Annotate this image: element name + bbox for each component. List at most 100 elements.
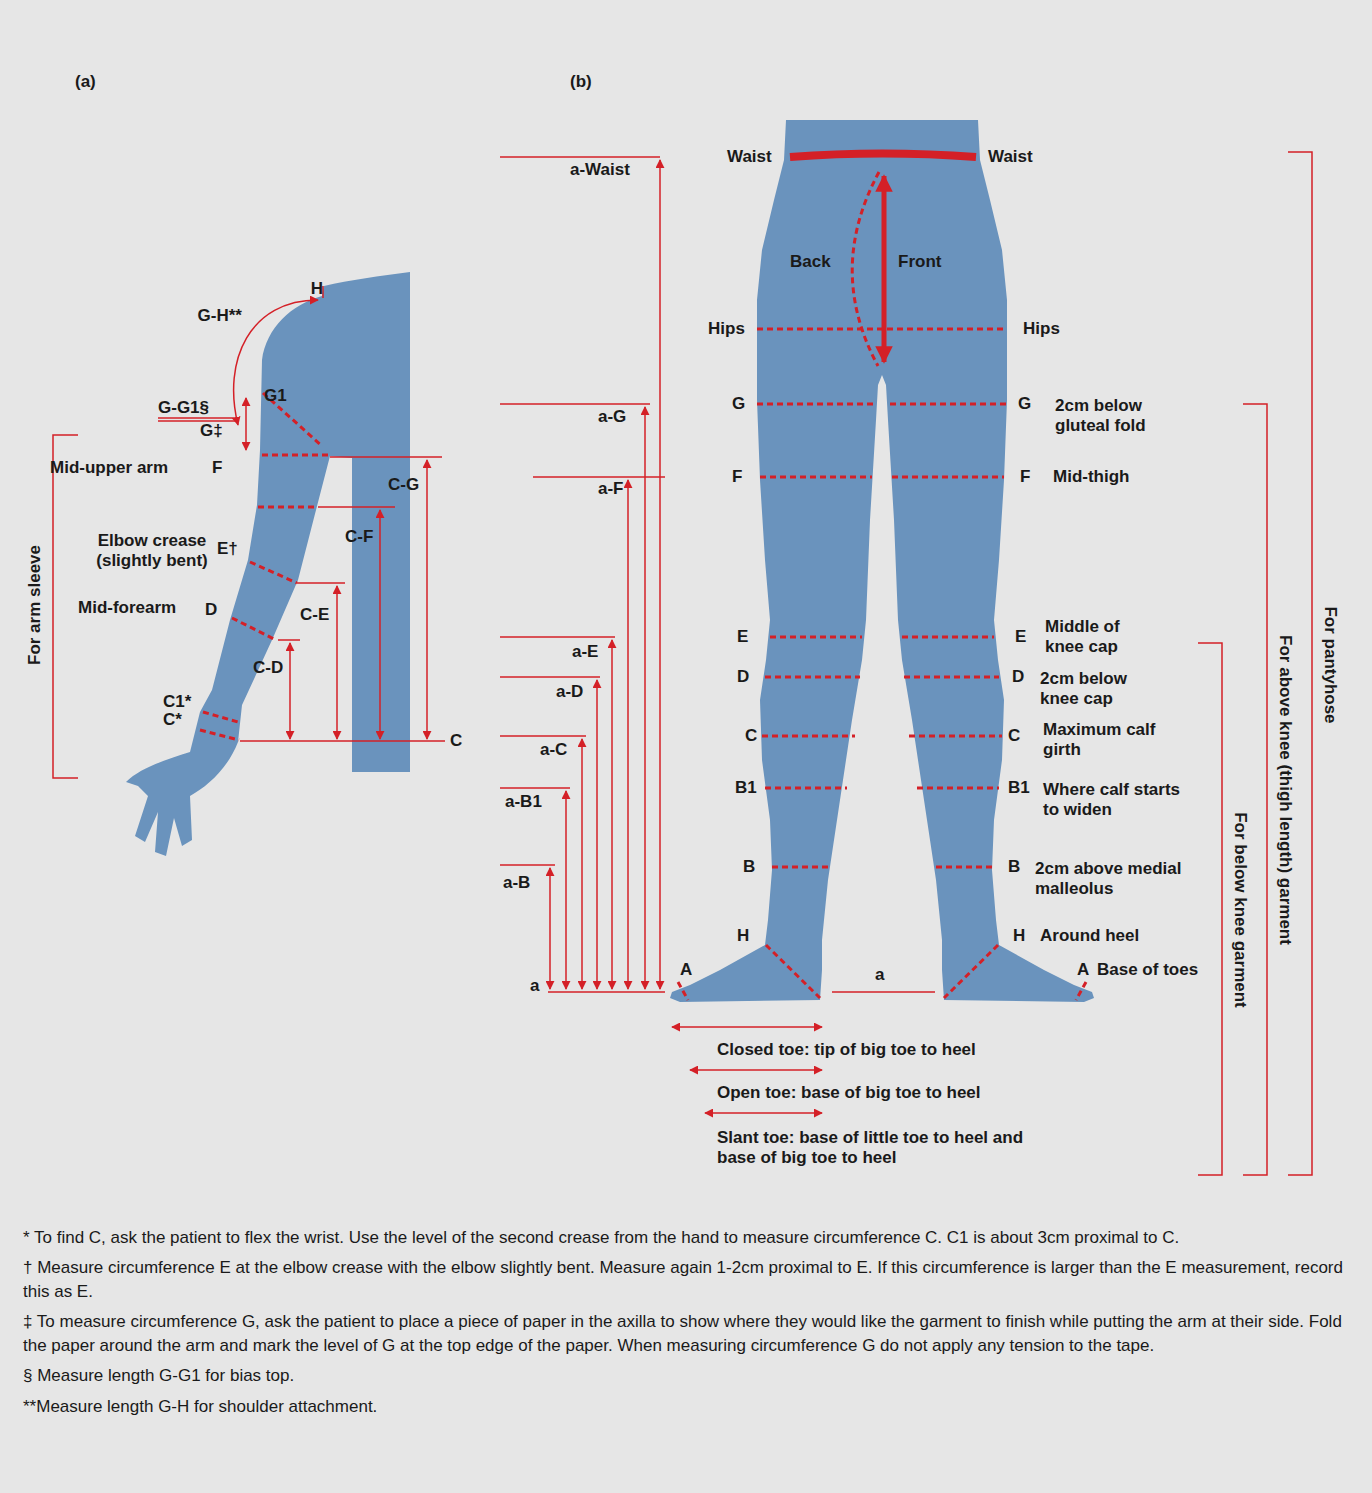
drawing-stroke bbox=[336, 586, 338, 739]
footnote: § Measure length G-G1 for bias top. bbox=[23, 1364, 1345, 1387]
drawing-stroke bbox=[690, 1069, 822, 1071]
measurement-label: a-B1 bbox=[505, 792, 542, 812]
drawing-stroke bbox=[765, 676, 860, 679]
measurement-label: D bbox=[1012, 667, 1024, 687]
front-arrow bbox=[882, 176, 887, 362]
bracket-label: For arm sleeve bbox=[25, 545, 45, 665]
waist-band bbox=[790, 154, 976, 158]
measurement-label: H bbox=[737, 926, 749, 946]
measurement-label: E† bbox=[217, 539, 238, 559]
measurement-label: Slant toe: base of little toe to heel an… bbox=[717, 1128, 1047, 1169]
drawing-stroke bbox=[766, 945, 820, 998]
drawing-stroke bbox=[548, 991, 665, 993]
drawing-stroke bbox=[158, 417, 236, 419]
measurement-label: G1 bbox=[264, 386, 287, 406]
drawing-stroke bbox=[232, 618, 276, 640]
drawing-stroke bbox=[1076, 982, 1086, 1000]
measurement-label: C* bbox=[163, 710, 182, 730]
drawing-stroke bbox=[53, 435, 78, 778]
drawing-stroke bbox=[765, 787, 847, 790]
measurement-label: Waist bbox=[727, 147, 772, 167]
drawing-stroke bbox=[672, 1026, 822, 1028]
drawing-stroke bbox=[500, 735, 586, 737]
measurement-label: Hips bbox=[708, 319, 745, 339]
arm-dimensions bbox=[53, 286, 445, 778]
footnote: † Measure circumference E at the elbow c… bbox=[23, 1256, 1345, 1303]
measurement-label: G bbox=[732, 394, 745, 414]
measurement-label: Waist bbox=[988, 147, 1033, 167]
drawing-stroke bbox=[1243, 404, 1267, 1175]
drawing-stroke bbox=[549, 868, 551, 989]
drawing-stroke bbox=[770, 636, 862, 639]
measurement-label: a-F bbox=[598, 479, 624, 499]
drawing-stroke bbox=[500, 636, 615, 638]
measurement-label: B1 bbox=[735, 778, 757, 798]
measurement-label: C-D bbox=[253, 658, 283, 678]
drawing-stroke bbox=[902, 636, 994, 639]
measurement-label: Around heel bbox=[1040, 926, 1139, 946]
measurement-label: Mid-forearm bbox=[78, 598, 176, 618]
footnote: * To find C, ask the patient to flex the… bbox=[23, 1226, 1345, 1249]
drawing-stroke bbox=[909, 735, 1002, 738]
measurement-label: B bbox=[743, 857, 755, 877]
measurement-label: a-E bbox=[572, 642, 598, 662]
drawing-stroke bbox=[581, 739, 583, 989]
drawing-stroke bbox=[659, 160, 661, 989]
measurement-label: B1 bbox=[1008, 778, 1030, 798]
drawing-stroke bbox=[904, 676, 999, 679]
drawing-stroke bbox=[1198, 643, 1222, 1175]
measurement-label: Elbow crease (slightly bent) bbox=[82, 531, 222, 572]
measurement-label: Closed toe: tip of big toe to heel bbox=[717, 1040, 976, 1060]
measurement-label: F bbox=[1020, 467, 1030, 487]
bracket-label: For above knee (thigh length) garment bbox=[1275, 635, 1295, 945]
arm-levels bbox=[200, 393, 330, 740]
footnote: **Measure length G-H for shoulder attach… bbox=[23, 1395, 1345, 1418]
drawing-stroke bbox=[944, 945, 998, 998]
measurement-label: C bbox=[450, 731, 462, 751]
measurement-label: B bbox=[1008, 857, 1020, 877]
drawing-stroke bbox=[289, 643, 291, 739]
drawing-stroke bbox=[757, 328, 1007, 331]
measurement-label: C bbox=[1008, 726, 1020, 746]
measurement-label: H bbox=[1013, 926, 1025, 946]
measurement-label: G‡ bbox=[200, 421, 223, 441]
measurement-label: a-C bbox=[540, 740, 567, 760]
measurement-label: Maximum calf girth bbox=[1043, 720, 1158, 761]
drawing-stroke bbox=[757, 403, 875, 406]
measurement-label: a bbox=[530, 976, 539, 996]
drawing-stroke bbox=[379, 510, 381, 739]
measurement-label: Hips bbox=[1023, 319, 1060, 339]
drawing-stroke bbox=[240, 740, 445, 742]
drawing-stroke bbox=[258, 506, 318, 509]
measurement-label: Mid-thigh bbox=[1053, 467, 1129, 487]
drawing-stroke bbox=[262, 454, 330, 457]
measurement-label: A bbox=[680, 960, 692, 980]
drawing-stroke bbox=[565, 791, 567, 989]
drawing-stroke bbox=[500, 787, 570, 789]
drawing-stroke bbox=[917, 787, 999, 790]
measurement-label: Back bbox=[790, 252, 831, 272]
measurement-label: G bbox=[1018, 394, 1031, 414]
measurement-label: C-E bbox=[300, 605, 329, 625]
measurement-label: (a) bbox=[75, 72, 96, 92]
drawing-stroke bbox=[772, 866, 828, 869]
drawing-stroke bbox=[627, 480, 629, 989]
measurement-label: a-G bbox=[598, 407, 626, 427]
bracket-label: For below knee garment bbox=[1230, 812, 1250, 1008]
drawing-stroke bbox=[250, 562, 297, 583]
measurement-label: G-G1§ bbox=[158, 398, 209, 418]
back-curve bbox=[852, 172, 879, 366]
bracket-label: For pantyhose bbox=[1320, 606, 1340, 723]
measurement-label: C1* bbox=[163, 692, 191, 712]
drawing-stroke bbox=[500, 864, 555, 866]
drawing-stroke bbox=[200, 730, 239, 740]
drawing-stroke bbox=[278, 639, 300, 641]
drawing-stroke bbox=[596, 680, 598, 989]
drawing-stroke bbox=[832, 991, 935, 993]
drawing-stroke bbox=[892, 476, 1004, 479]
drawing-stroke bbox=[426, 460, 428, 739]
drawing-stroke bbox=[678, 982, 688, 1000]
measurement-label: Open toe: base of big toe to heel bbox=[717, 1083, 981, 1103]
measurement-label: 2cm above medial malleolus bbox=[1035, 859, 1215, 900]
measurement-label: a-Waist bbox=[570, 160, 630, 180]
